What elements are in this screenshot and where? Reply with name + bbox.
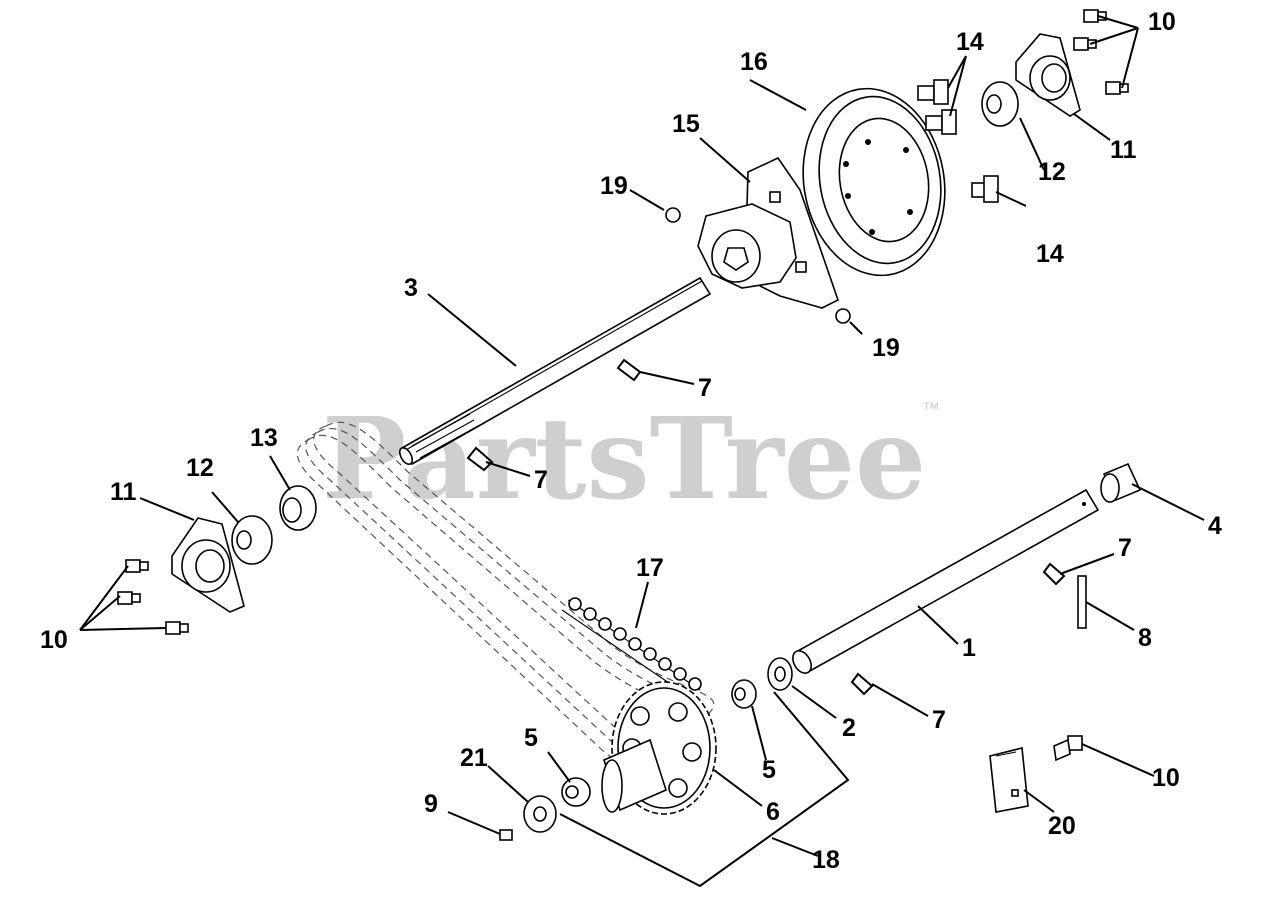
watermark: PartsTree [322, 394, 926, 525]
callout-12-lower: 12 [186, 454, 214, 482]
flange-bushing-5-left [561, 777, 591, 807]
drive-sprocket [279, 485, 317, 531]
driven-sprocket [601, 681, 717, 815]
retainer-plate [989, 747, 1029, 813]
roll-pin [1077, 575, 1087, 629]
axle-tube [792, 488, 1100, 674]
leader-lines [79, 15, 1205, 888]
callout-12-upper: 12 [1038, 158, 1066, 186]
callout-labels: 16 15 19 19 14 14 12 11 10 3 7 7 13 12 1… [40, 8, 1222, 874]
flat-washer [767, 657, 793, 691]
hairpin-clip-7-d [850, 672, 874, 696]
callout-4: 4 [1208, 512, 1222, 540]
washer-19-upper [665, 207, 681, 223]
callout-1: 1 [962, 634, 976, 662]
callout-19-upper: 19 [600, 172, 628, 200]
callout-7-c: 7 [1118, 534, 1132, 562]
callout-11-lower: 11 [110, 478, 137, 506]
hex-bolts-lower [117, 559, 189, 635]
callout-11-upper: 11 [1110, 136, 1137, 164]
washer-19-lower [835, 308, 851, 324]
hex-bolt-lower-right [1053, 735, 1083, 762]
grease-fitting [499, 829, 513, 841]
callout-16: 16 [740, 48, 768, 76]
trademark-mark: ™ [922, 399, 940, 419]
callout-10-right: 10 [1152, 764, 1180, 792]
callout-20: 20 [1048, 812, 1076, 840]
bearing-bracket [697, 156, 839, 309]
callout-10-upper: 10 [1148, 8, 1176, 36]
callout-7-a: 7 [698, 374, 712, 402]
carriage-bolt-14-c [971, 175, 999, 203]
flange-bushing-5-right [731, 679, 757, 709]
callout-5-right: 5 [762, 756, 776, 784]
spacer-21 [523, 795, 557, 833]
flange-bearing-lower [171, 517, 245, 613]
callout-9: 9 [424, 790, 438, 818]
callout-14-lower: 14 [1036, 240, 1064, 268]
callout-2: 2 [842, 714, 856, 742]
hairpin-clip-7-b [466, 446, 494, 472]
drive-shaft [398, 276, 712, 466]
bearing-spacer-lower [231, 515, 273, 565]
bearing-spacer-upper [981, 81, 1019, 127]
hairpin-clip-7-c [1042, 562, 1066, 586]
bushing [1100, 462, 1142, 503]
callout-10-lower: 10 [40, 626, 68, 654]
callout-19-lower: 19 [872, 334, 900, 362]
callout-21: 21 [460, 744, 488, 772]
pulley [802, 87, 946, 277]
callout-7-b: 7 [534, 466, 548, 494]
callout-15: 15 [672, 110, 700, 138]
callout-14-upper: 14 [956, 28, 984, 56]
callout-5-left: 5 [524, 724, 538, 752]
callout-3: 3 [404, 274, 418, 302]
callout-17: 17 [636, 554, 664, 582]
callout-13: 13 [250, 424, 278, 452]
roller-chain [561, 597, 702, 701]
flange-bearing-upper [1015, 33, 1081, 117]
carriage-bolt-14-a [917, 79, 949, 105]
hairpin-clip-7-a [616, 358, 642, 382]
callout-18: 18 [812, 846, 840, 874]
callout-8: 8 [1138, 624, 1152, 652]
carriage-bolt-14-b [925, 109, 957, 135]
callout-7-d: 7 [932, 706, 946, 734]
callout-6: 6 [766, 798, 780, 826]
